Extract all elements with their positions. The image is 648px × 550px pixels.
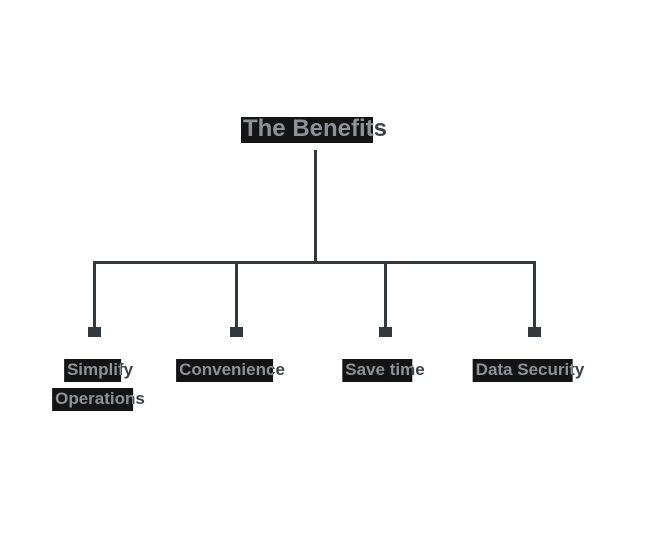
node-label-line: SimplifySimplify: [63, 355, 133, 384]
connector-branch-2: [235, 261, 238, 330]
node-label-simplify-operations: SimplifySimplify OperationsOperations: [52, 355, 145, 413]
label-highlight: Operations: [52, 388, 133, 411]
label-highlight: Convenience: [176, 359, 273, 382]
title-highlight: The Benefits: [240, 117, 374, 143]
label-highlight: Data Security: [472, 359, 573, 382]
connector-branch-4: [533, 261, 536, 330]
connector-branch-1: [93, 261, 96, 330]
node-label-line: Save timeSave time: [342, 355, 425, 384]
title-text: The BenefitsThe Benefits: [240, 112, 387, 146]
connector-branch-3: [384, 261, 387, 330]
node-terminal-1: [88, 327, 101, 337]
node-terminal-2: [230, 327, 243, 337]
connector-stem: [314, 150, 317, 264]
node-label-line: OperationsOperations: [52, 384, 145, 413]
node-label-line: Data SecurityData Security: [472, 355, 584, 384]
node-label-line: ConvenienceConvenience: [176, 355, 285, 384]
node-label-save-time: Save timeSave time: [342, 355, 425, 384]
connector-horizontal: [93, 261, 536, 264]
node-label-data-security: Data SecurityData Security: [472, 355, 584, 384]
node-label-convenience: ConvenienceConvenience: [176, 355, 285, 384]
diagram-title: The BenefitsThe Benefits: [240, 112, 387, 146]
label-highlight: Simplify: [63, 359, 122, 382]
node-terminal-4: [528, 327, 541, 337]
node-terminal-3: [379, 327, 392, 337]
label-highlight: Save time: [342, 359, 413, 382]
